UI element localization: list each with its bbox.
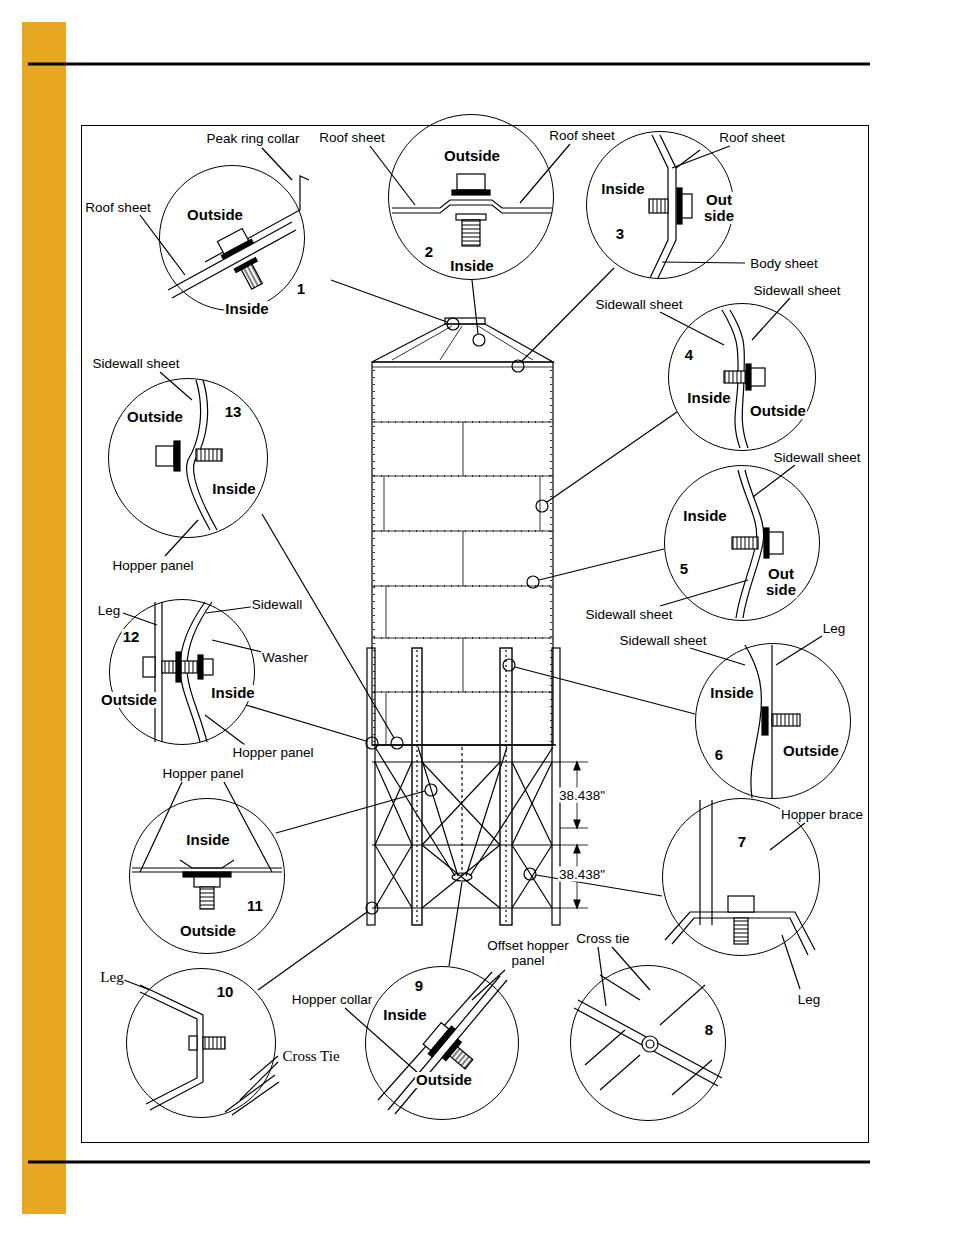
side-label: Inside <box>210 685 255 701</box>
part-label: Leg <box>822 621 847 636</box>
dimension: 38.438" <box>558 867 606 882</box>
callout-number: 10 <box>216 984 235 1000</box>
callout-number: 5 <box>679 561 689 577</box>
detail-circle: OutsideInside1 <box>159 165 305 311</box>
part-label: Roof sheet <box>84 200 151 215</box>
part-label: Cross Tie <box>281 1049 340 1064</box>
callout-number: 9 <box>414 978 424 994</box>
part-label: Hopper panel <box>231 745 314 760</box>
side-label: Outside <box>415 1072 473 1088</box>
detail-circle: OutsideInside 2 <box>388 114 554 280</box>
callout-number: 11 <box>246 898 264 914</box>
part-label: Sidewall sheet <box>752 283 841 298</box>
part-label: Roof sheet <box>718 130 785 145</box>
detail-circle: 12OutsideInside <box>109 599 255 745</box>
side-label: Inside <box>224 301 269 317</box>
callout-number: 1 <box>296 281 306 297</box>
part-label: Sidewall sheet <box>91 356 180 371</box>
side-label: Inside <box>185 832 230 848</box>
dimension: 38.438" <box>558 788 606 803</box>
part-label: Body sheet <box>749 256 819 271</box>
side-label: Inside <box>686 390 731 406</box>
detail-circle: Inside 5 Out side <box>664 465 820 621</box>
side-label: Outside <box>186 207 244 223</box>
detail-circle: Outside 13Inside <box>108 378 268 538</box>
part-label: Washer <box>261 650 309 665</box>
part-label: Hopper brace <box>780 807 864 822</box>
side-label: Outside <box>782 743 840 759</box>
callout-number: 4 <box>684 347 694 363</box>
detail-circle: 10 <box>126 968 276 1118</box>
part-label: Leg <box>797 992 822 1007</box>
side-label: Inside <box>449 258 494 274</box>
part-label: Sidewall <box>251 597 303 612</box>
part-label: Cross tie <box>575 931 630 946</box>
part-label: Sidewall sheet <box>618 633 707 648</box>
side-label: Outside <box>100 692 158 708</box>
side-label: Outside <box>179 923 237 939</box>
detail-circle: 8 <box>570 965 726 1121</box>
callout-number: 8 <box>704 1022 714 1038</box>
callout-number: 3 <box>615 226 625 242</box>
part-label: Leg <box>99 970 124 985</box>
side-label: Inside <box>709 685 754 701</box>
callout-number: 2 <box>424 244 434 260</box>
callout-number: 13 <box>224 404 243 420</box>
side-label: Outside <box>126 409 184 425</box>
part-label: Sidewall sheet <box>594 297 683 312</box>
part-label: Peak ring collar <box>205 131 300 146</box>
detail-circle: 4InsideOutside <box>668 303 816 451</box>
detail-circle: 9InsideOutside <box>365 966 519 1120</box>
callout-number: 6 <box>714 747 724 763</box>
side-label: Inside <box>682 508 727 524</box>
detail-circle: Inside 11Outside <box>129 798 285 954</box>
side-label: Inside <box>382 1007 427 1023</box>
detail-circle: 7 <box>662 798 820 956</box>
side-label: Inside <box>211 481 256 497</box>
detail-circle: Inside 6 Outside <box>695 643 851 799</box>
part-label: Hopper panel <box>161 766 244 781</box>
side-label: Outside <box>443 148 501 164</box>
part-label: Hopper collar <box>291 992 373 1007</box>
side-label: Outside <box>749 403 807 419</box>
part-label: Hopper panel <box>111 558 194 573</box>
side-label: Out side <box>765 566 797 598</box>
part-label: Offset hopper panel <box>481 938 575 968</box>
part-label: Sidewall sheet <box>772 450 861 465</box>
detail-circle: InsideOut side 3 <box>586 131 734 279</box>
part-label: Leg <box>97 603 122 618</box>
part-label: Roof sheet <box>548 128 615 143</box>
part-label: Roof sheet <box>318 130 385 145</box>
callout-number: 7 <box>737 834 747 850</box>
callout-number: 12 <box>122 629 141 645</box>
side-label: Out side <box>703 192 735 224</box>
part-label: Sidewall sheet <box>584 607 673 622</box>
side-label: Inside <box>600 181 645 197</box>
